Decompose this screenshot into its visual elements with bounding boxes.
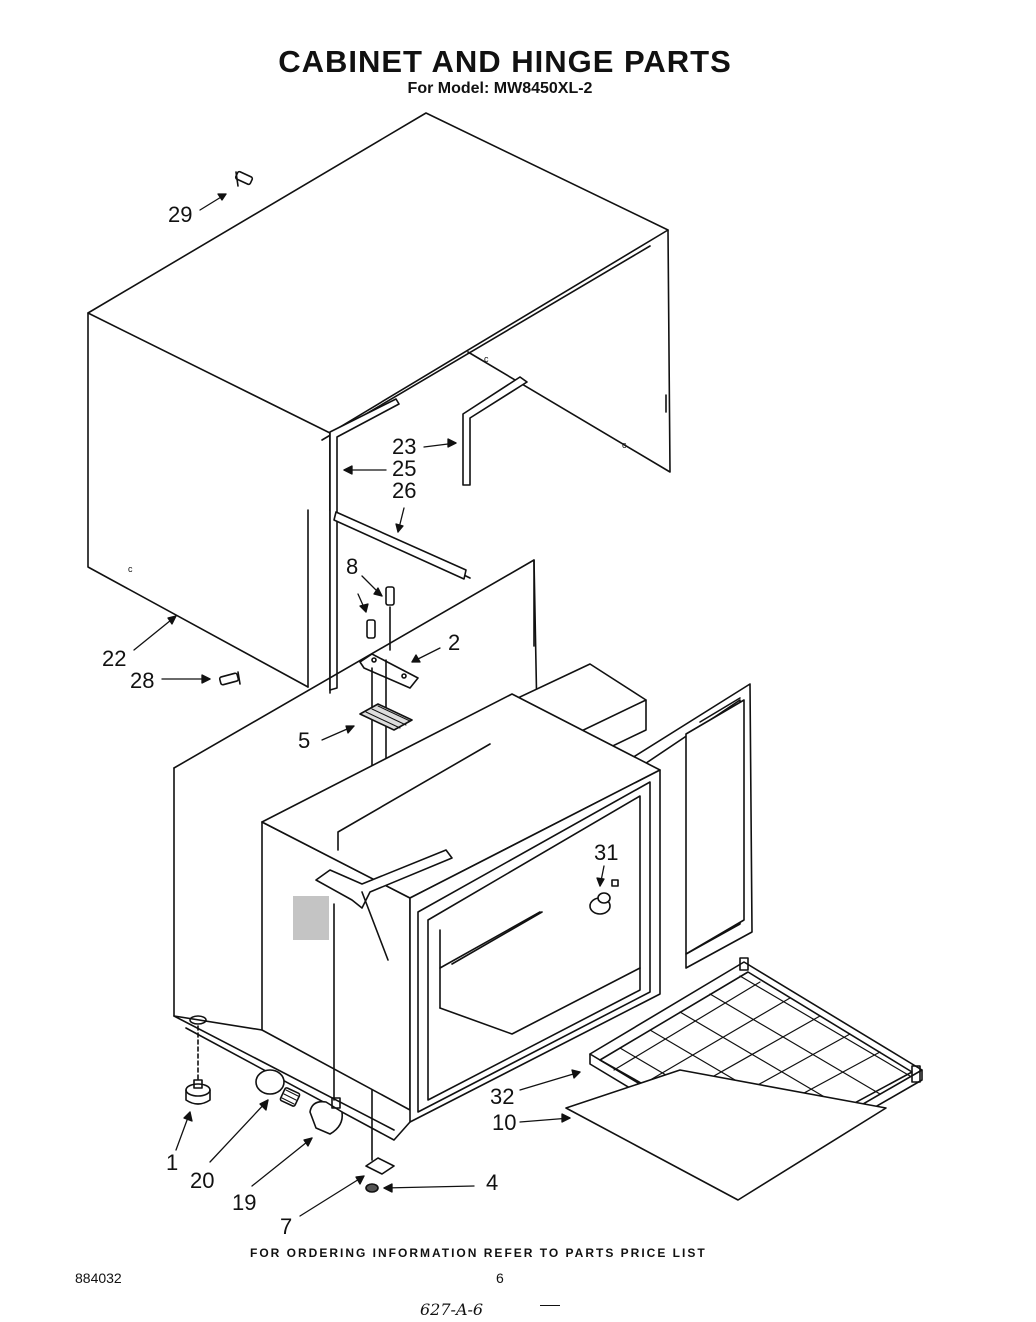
callout-25: 25 [392, 456, 416, 481]
leader-lines [133, 193, 605, 1217]
door-switch-icon [589, 879, 619, 915]
glass-tray [565, 1069, 887, 1201]
callout-1: 1 [166, 1150, 178, 1175]
hinge-pin-icon [365, 1157, 395, 1193]
callout-7: 7 [280, 1214, 292, 1239]
lamp-socket-icon [309, 1097, 344, 1135]
handwritten-note: 627-A-6 [420, 1300, 484, 1319]
foot-icon [185, 1025, 211, 1105]
callout-32: 32 [490, 1084, 514, 1109]
callout-28: 28 [130, 668, 154, 693]
callout-2: 2 [448, 630, 460, 655]
callout-26: 26 [392, 478, 416, 503]
side-vent-holes [293, 896, 329, 940]
ordering-note: FOR ORDERING INFORMATION REFER TO PARTS … [250, 1246, 707, 1260]
screw-8-icon [366, 586, 395, 651]
light-bulb-icon [255, 1069, 301, 1107]
screw-28-icon [218, 671, 241, 686]
handwritten-underline [540, 1305, 560, 1306]
svg-text:c: c [484, 354, 489, 364]
callout-labels: 29 23 25 26 8 2 22 28 5 31 32 10 1 20 19… [102, 202, 618, 1239]
trim-strips [329, 376, 528, 691]
svg-text:c: c [622, 440, 627, 450]
svg-text:c: c [128, 564, 133, 574]
lower-hinge-plate [315, 849, 453, 1101]
callout-29: 29 [168, 202, 192, 227]
callout-31: 31 [594, 840, 618, 865]
screw-29-icon [234, 170, 254, 187]
callout-23: 23 [392, 434, 416, 459]
callout-22: 22 [102, 646, 126, 671]
model-subtitle: For Model: MW8450XL-2 [407, 80, 593, 97]
page-number: 6 [496, 1270, 504, 1286]
inner-chassis [173, 559, 753, 1141]
callout-20: 20 [190, 1168, 214, 1193]
document-number: 884032 [75, 1270, 122, 1286]
page-title: CABINET AND HINGE PARTS [278, 44, 732, 79]
callout-5: 5 [298, 728, 310, 753]
callout-4: 4 [486, 1170, 498, 1195]
callout-19: 19 [232, 1190, 256, 1215]
callout-10: 10 [492, 1110, 516, 1135]
vent-grille [359, 703, 413, 731]
callout-8: 8 [346, 554, 358, 579]
outer-cabinet: c c c [87, 112, 671, 694]
